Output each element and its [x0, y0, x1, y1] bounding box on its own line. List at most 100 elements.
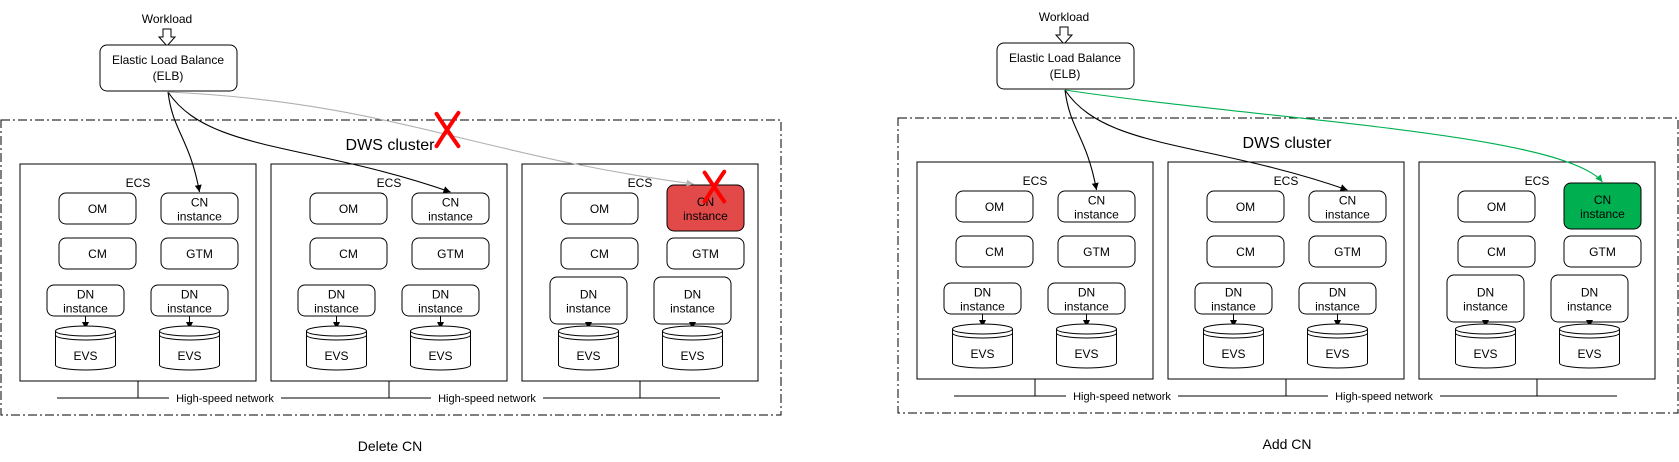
cn-instance-box [1563, 182, 1642, 230]
dn-instance-label: instance [418, 302, 463, 316]
evs-label: EVS [177, 349, 201, 363]
dws-cluster-boundary [897, 117, 1679, 414]
evs-volume-1 [558, 325, 619, 371]
dn-instance-label: instance [1064, 300, 1109, 314]
evs-cylinder-body [662, 325, 723, 371]
evs-label: EVS [1577, 347, 1601, 361]
evs-cylinder-rim [1203, 332, 1264, 339]
evs-cylinder-body [1307, 323, 1368, 369]
dn-instance-label: instance [1463, 300, 1508, 314]
om-label: OM [590, 202, 609, 216]
cn-instance-label: instance [1074, 208, 1119, 222]
cn-instance-box [1308, 190, 1387, 223]
dn-instance-label: instance [960, 300, 1005, 314]
evs-label: EVS [1325, 347, 1349, 361]
gtm-box [1308, 235, 1387, 268]
evs-cylinder-body [1455, 323, 1516, 369]
elb-to-cn-connector-2 [1064, 89, 1348, 191]
dn-instance-label: instance [670, 302, 715, 316]
cn-instance-label: instance [428, 210, 473, 224]
elb-to-cn-connector-1 [1064, 89, 1099, 191]
elb-to-cn-connector-2 [167, 91, 451, 193]
gtm-box [1563, 235, 1642, 268]
evs-volume-2 [410, 325, 471, 371]
dn-instance-label: DN [684, 288, 701, 302]
evs-cylinder-rim [159, 334, 220, 341]
cm-box [58, 237, 137, 270]
dn-instance-label: DN [432, 288, 449, 302]
ecs-label: ECS [377, 176, 402, 190]
elb-box [996, 42, 1135, 90]
network-label-bg [1066, 389, 1178, 403]
elb-title: Elastic Load Balance [112, 53, 224, 67]
cn-instance-box [160, 192, 239, 225]
evs-cylinder-rim [1307, 328, 1368, 335]
om-label: OM [88, 202, 107, 216]
dn-instance-label: DN [580, 288, 597, 302]
evs-label: EVS [73, 349, 97, 363]
elb-subtitle: (ELB) [1050, 67, 1081, 81]
evs-cylinder-rim [558, 334, 619, 341]
evs-cylinder-rim [55, 330, 116, 337]
cm-box [560, 237, 639, 270]
om-box [309, 192, 388, 225]
evs-volume-1 [1455, 323, 1516, 369]
dn-instance-label: instance [167, 302, 212, 316]
om-box [955, 190, 1034, 223]
dn-instance-label: instance [63, 302, 108, 316]
evs-cylinder-rim [159, 330, 220, 337]
elb-title: Elastic Load Balance [1009, 51, 1121, 65]
evs-cylinder-rim [1056, 332, 1117, 339]
cn-instance-box [1057, 190, 1136, 223]
evs-cylinder-rim [1203, 328, 1264, 335]
gtm-box [160, 237, 239, 270]
down-arrow-icon [157, 28, 177, 47]
cn-instance-label: CN [1339, 194, 1356, 208]
dn-instance-label: DN [181, 288, 198, 302]
cn-instance-box [411, 192, 490, 225]
evs-cylinder-body [159, 325, 220, 371]
elb-to-cn-connector-3 [1064, 89, 1603, 183]
panel-caption: Add CN [1262, 436, 1311, 452]
cn-instance-box [666, 184, 745, 232]
cm-label: CM [985, 245, 1004, 259]
evs-cylinder-rim [306, 330, 367, 337]
dn-instance-label: instance [566, 302, 611, 316]
dn-instance-label: DN [77, 288, 94, 302]
network-label-bg [169, 391, 281, 405]
evs-label: EVS [1074, 347, 1098, 361]
workload-label: Workload [1039, 10, 1089, 24]
cm-label: CM [1487, 245, 1506, 259]
evs-cylinder-rim [952, 328, 1013, 335]
elb-to-cn-connector-3 [167, 91, 694, 187]
dn-instance-label: DN [974, 286, 991, 300]
evs-label: EVS [970, 347, 994, 361]
ecs-label: ECS [1023, 174, 1048, 188]
evs-cylinder-rim [1307, 332, 1368, 339]
cm-label: CM [339, 247, 358, 261]
cn-instance-label: instance [1325, 208, 1370, 222]
evs-cylinder-rim [306, 334, 367, 341]
gtm-label: GTM [1083, 245, 1110, 259]
evs-cylinder-rim [662, 334, 723, 341]
elb-subtitle: (ELB) [153, 69, 184, 83]
evs-volume-1 [306, 325, 367, 371]
cm-box [1457, 235, 1536, 268]
gtm-label: GTM [437, 247, 464, 261]
gtm-box [666, 237, 745, 270]
cn-instance-label: instance [177, 210, 222, 224]
evs-cylinder-body [1203, 323, 1264, 369]
cm-box [1206, 235, 1285, 268]
gtm-label: GTM [186, 247, 213, 261]
gtm-label: GTM [1589, 245, 1616, 259]
dn-instance-label: DN [1078, 286, 1095, 300]
evs-label: EVS [1473, 347, 1497, 361]
red-x-icon [702, 169, 727, 204]
panel-caption: Delete CN [358, 438, 423, 454]
